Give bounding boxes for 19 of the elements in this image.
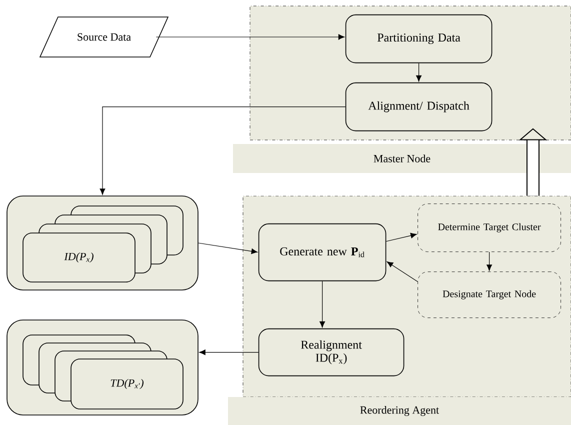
arrow xyxy=(416,62,422,82)
region-label: Reordering Agent xyxy=(228,397,571,425)
stack-label: ID(P$_{x}$) xyxy=(64,252,94,262)
process-box: Determine Target Cluster xyxy=(418,204,561,252)
process-box: Generate new P$_{id}$ xyxy=(258,223,386,282)
process-box: Partitioning Data xyxy=(345,14,492,64)
stack-label: TD(P$_{x'}$) xyxy=(110,379,144,389)
arrow xyxy=(100,106,346,195)
process-box: Designate Target Node xyxy=(418,272,561,318)
arrow xyxy=(320,280,326,328)
arrow xyxy=(198,242,258,254)
process-box: Alignment/ Dispatch xyxy=(345,82,492,132)
process-box: Realignment ID(P$_{x}$) xyxy=(258,328,404,376)
arrow xyxy=(156,34,345,40)
arrow xyxy=(486,252,492,271)
arrow xyxy=(386,261,418,282)
region-label: Master Node xyxy=(233,144,571,173)
arrow xyxy=(199,350,259,356)
arrow xyxy=(386,232,417,242)
